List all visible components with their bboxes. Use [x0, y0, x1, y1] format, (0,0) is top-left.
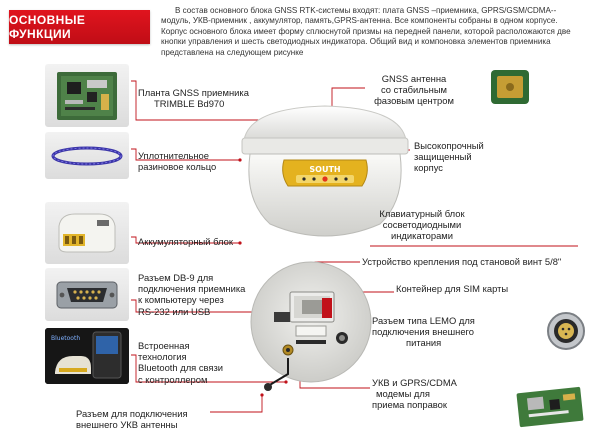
- label-mount: Устройство крепления под становой винт 5…: [362, 256, 561, 267]
- label-battery: Аккумуляторный блок: [138, 236, 233, 247]
- label-housing-line2: защищенный: [414, 151, 472, 163]
- label-bluetooth-line4: с контроллером: [138, 373, 208, 385]
- label-lemo-line2: подключения внешнего: [372, 326, 474, 338]
- label-housing-line3: корпус: [414, 162, 443, 174]
- rubber-ring-photo: [45, 132, 129, 179]
- label-housing: Высокопрочный защищенный корпус: [414, 140, 484, 174]
- section-title-badge: ОСНОВНЫЕ ФУНКЦИИ: [9, 10, 150, 44]
- label-rubber-ring-line1: Уплотнительное: [138, 150, 209, 161]
- label-rubber-ring-line2: разиновое кольцо: [138, 161, 217, 173]
- label-rubber-ring: Уплотнительное разиновое кольцо: [138, 150, 216, 172]
- gnss-antenna-photo: [485, 66, 535, 108]
- gnss-board-photo: [45, 64, 129, 127]
- label-gnss-board: Планта GNSS приемника TRIMBLE Bd970: [138, 87, 249, 109]
- label-keypad-line3: индикаторами: [391, 230, 453, 242]
- label-modem-line2: модемы для: [376, 388, 430, 400]
- label-db9-line4: RS-232 или USB: [138, 305, 211, 317]
- brand-label: SOUTH: [309, 165, 340, 174]
- label-lemo: Разъем типа LEMO для подключения внешнег…: [372, 315, 475, 349]
- label-db9: Разъем DB-9 для подключения приемника к …: [138, 272, 245, 317]
- label-lemo-line3: питания: [406, 337, 442, 349]
- label-bluetooth: Встроенная технология Bluetooth для связ…: [138, 340, 223, 385]
- label-antenna-line1: GNSS антенна: [381, 73, 447, 84]
- label-gnss-board-line2: TRIMBLE Bd970: [154, 98, 225, 110]
- label-uhf: Разъем для подключения внешнего УКВ анте…: [76, 408, 188, 430]
- receiver-top-photo: SOUTH: [230, 100, 420, 248]
- label-modem-line3: приема поправок: [372, 399, 447, 411]
- label-bluetooth-line2: технология: [138, 351, 187, 363]
- lemo-connector-photo: [545, 310, 587, 352]
- label-sim: Контейнер для SIM карты: [396, 283, 508, 294]
- label-gnss-board-line1: Планта GNSS приемника: [138, 87, 249, 98]
- label-modem: УКВ и GPRS/CDMA модемы для приема поправ…: [372, 377, 457, 411]
- battery-photo: [45, 202, 129, 264]
- db9-connector-photo: [45, 268, 129, 321]
- label-antenna-line3: фазовым центром: [374, 95, 454, 107]
- label-db9-line3: к компьютеру через: [138, 294, 224, 306]
- label-uhf-line2: внешнего УКВ антенны: [76, 419, 178, 431]
- label-keypad: Клавиатурный блок сосветодиодными индика…: [374, 208, 470, 242]
- label-keypad-line2: сосветодиодными: [382, 219, 462, 231]
- label-db9-line1: Разъем DB-9 для: [138, 272, 214, 283]
- label-keypad-line1: Клавиатурный блок: [379, 208, 465, 219]
- label-antenna-line2: со стабильным: [380, 84, 448, 96]
- leader-uhf: [210, 395, 263, 413]
- bluetooth-controller-photo: Bluetooth: [45, 328, 129, 384]
- intro-paragraph: В состав основного блока GNSS RTK-систем…: [161, 6, 571, 57]
- label-sim-line1: Контейнер для SIM карты: [396, 283, 509, 294]
- svg-text:Bluetooth: Bluetooth: [51, 335, 80, 342]
- receiver-bottom-photo: [248, 256, 374, 396]
- label-bluetooth-line1: Встроенная: [138, 340, 190, 351]
- modem-board-photo: [514, 382, 586, 430]
- label-db9-line2: подключения приемника: [138, 283, 246, 295]
- label-bluetooth-line3: Bluetooth для связи: [138, 362, 224, 374]
- label-battery-line1: Аккумуляторный блок: [138, 236, 233, 247]
- label-antenna: GNSS антенна со стабильным фазовым центр…: [366, 73, 462, 107]
- label-lemo-line1: Разъем типа LEMO для: [372, 315, 475, 326]
- label-modem-line1: УКВ и GPRS/CDMA: [372, 377, 457, 388]
- label-uhf-line1: Разъем для подключения: [76, 408, 188, 419]
- label-housing-line1: Высокопрочный: [414, 140, 484, 151]
- label-mount-line1: Устройство крепления под становой винт 5…: [362, 256, 562, 267]
